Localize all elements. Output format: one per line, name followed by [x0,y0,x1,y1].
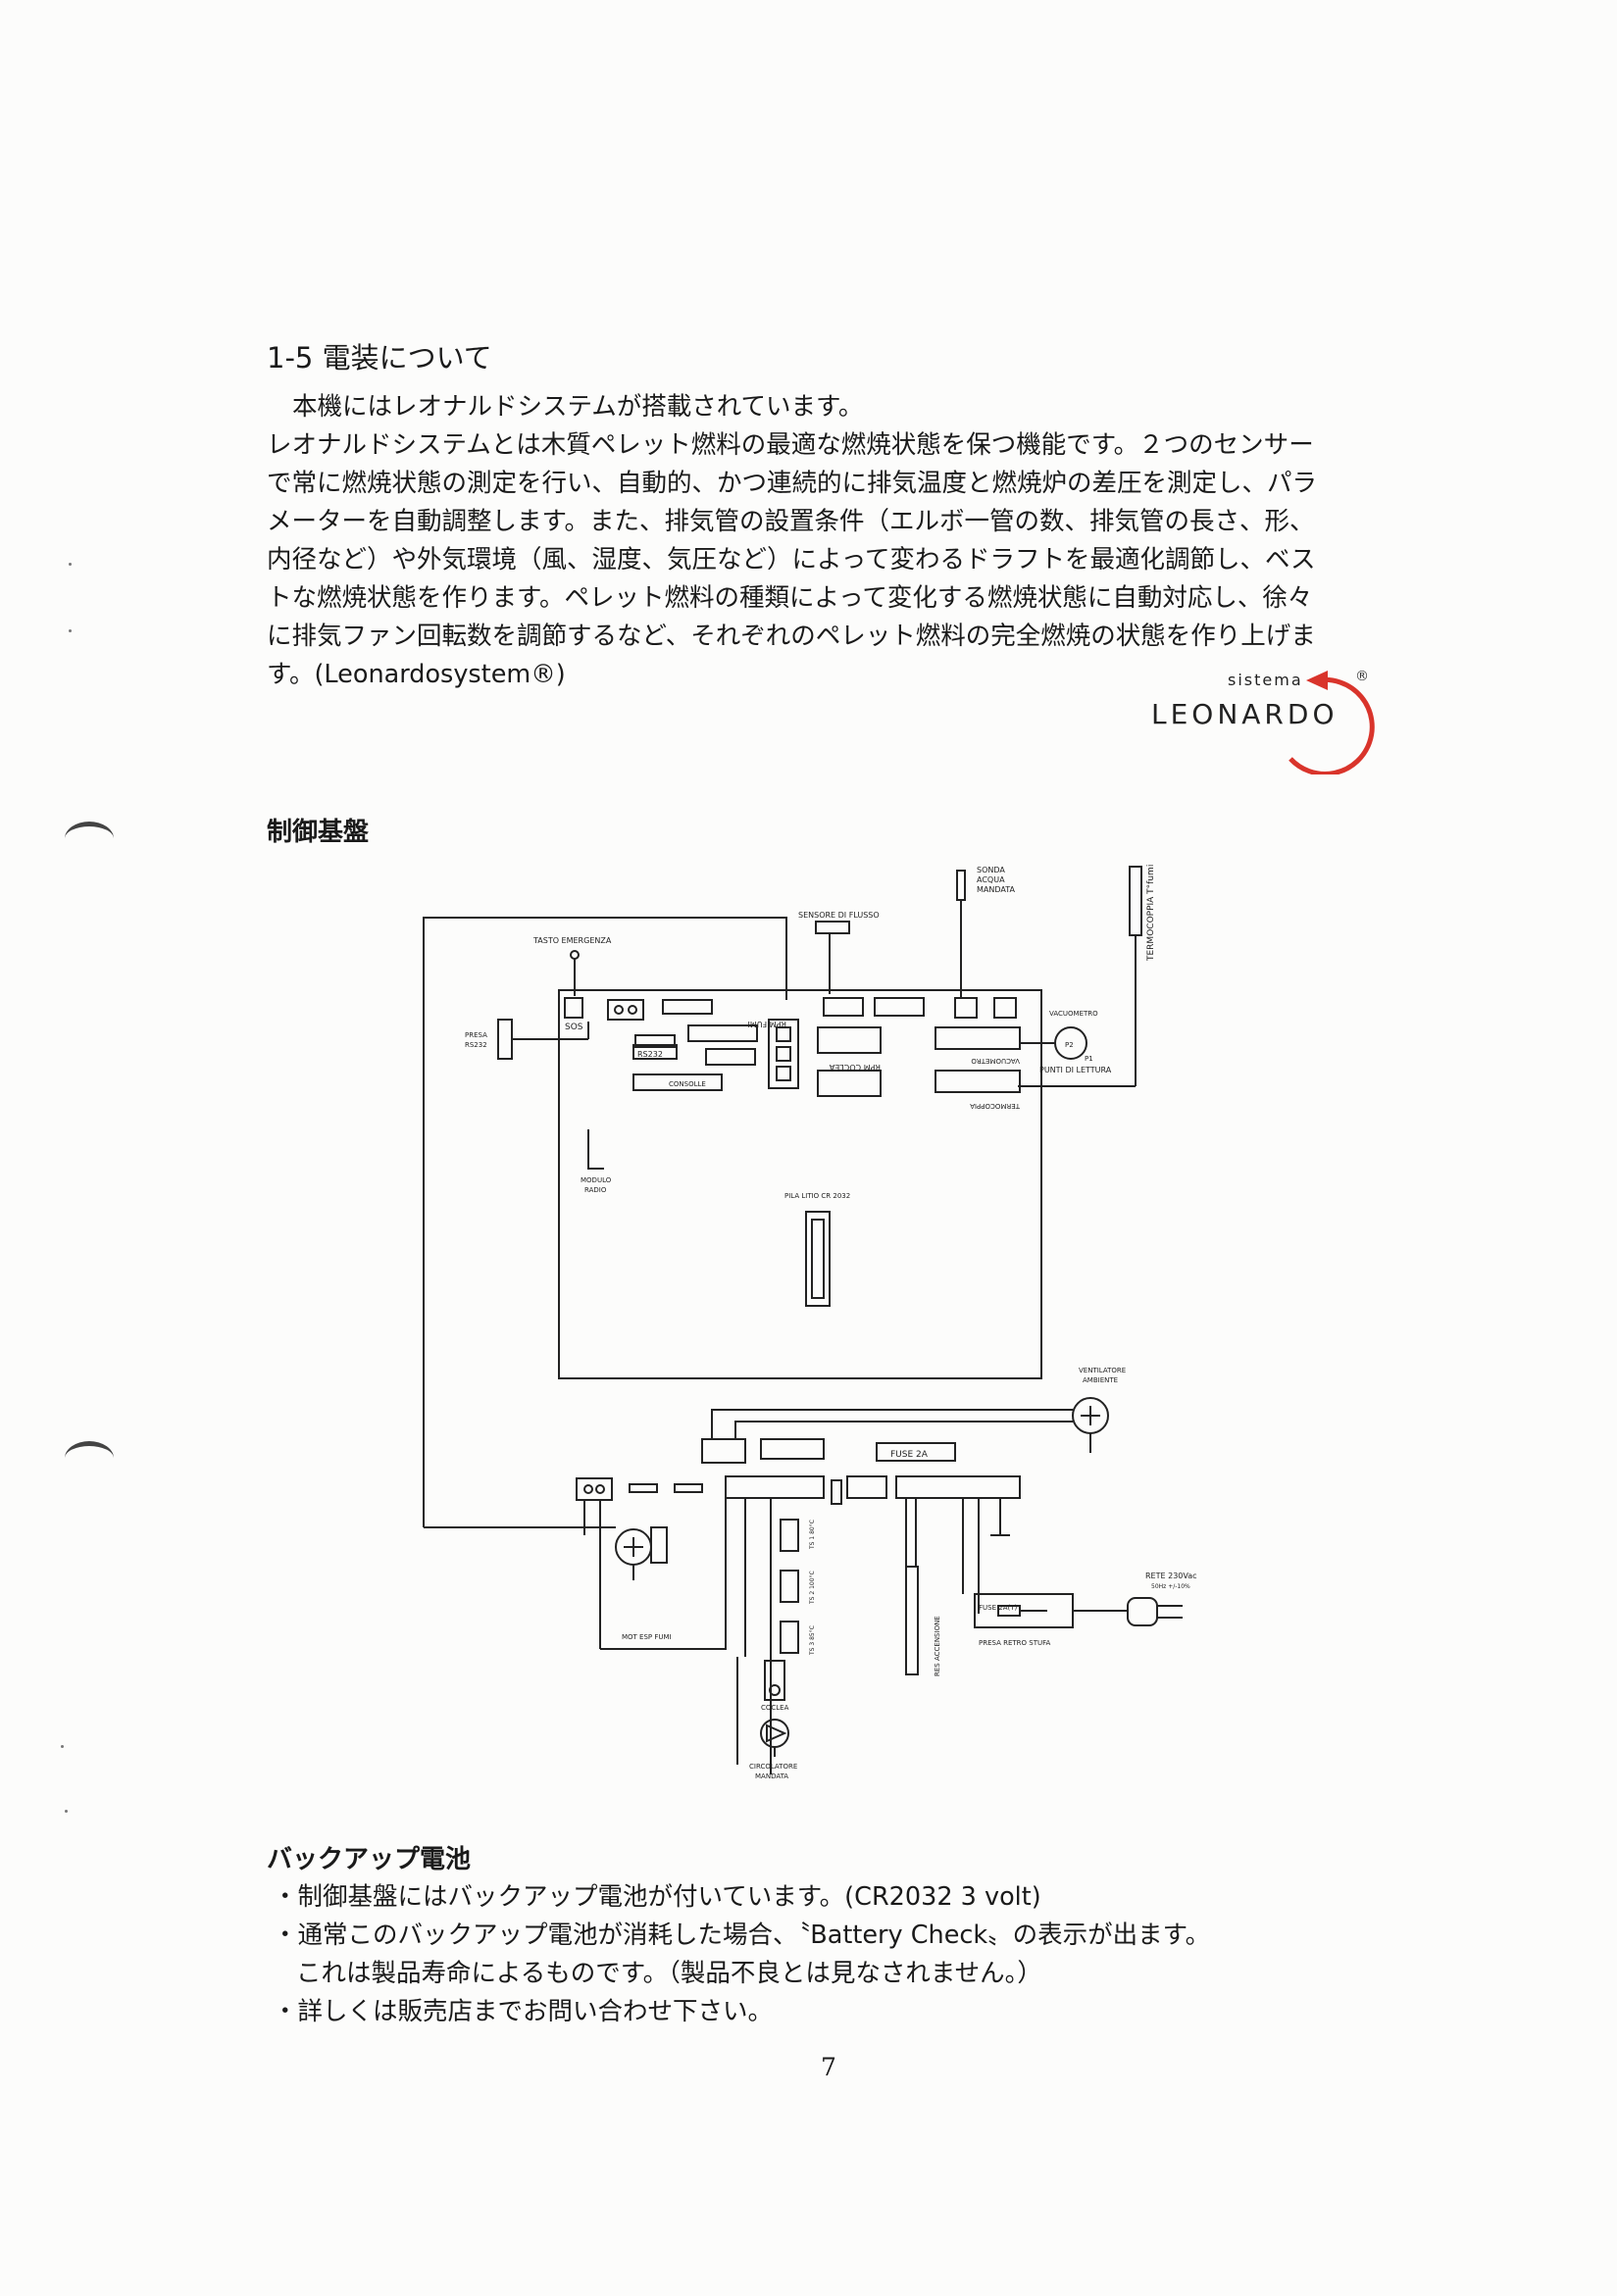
safety-thermostat-icon [780,1519,799,1552]
label-ts-b: TS 2 100°C [809,1571,816,1605]
punch-hole [65,822,114,856]
intro-line: に排気ファン回転数を調節するなど、それぞれのペレット燃料の完全燃焼の状態を作り上… [267,622,1316,651]
label-ventilatore-2: AMBIENTE [1083,1376,1118,1384]
label-vacuometro: VACUOMETRO [1049,1010,1098,1018]
flow-sensor-icon [815,921,850,934]
list-item: ・制御基盤にはバックアップ電池が付いています。(CR2032 3 volt) [273,1882,1041,1912]
battery-holder-icon [805,1211,831,1307]
label-sensore-flusso: SENSORE DI FLUSSO [798,911,880,920]
label-ts-c: TS 3 85°C [809,1625,816,1656]
label-rpm-fumi: RPM FUMI [747,1020,786,1028]
thermocouple-probe-icon [1129,866,1142,936]
label-pila: PILA LITIO CR 2032 [784,1192,850,1200]
label-coclea: COCLEA [761,1704,789,1712]
label-tasto-emergenza: TASTO EMERGENZA [532,936,612,945]
label-ventilatore-1: VENTILATORE [1079,1367,1126,1374]
label-rs232-port: RS232 [637,1050,663,1059]
intro-line: で常に燃焼状態の測定を行い、自動的、かつ連続的に排気温度と燃焼炉の差圧を測定し、… [267,469,1318,498]
leonardo-swirl-arrow-icon [1289,671,1375,774]
intro-line: 本機にはレオナルドシステムが搭載されています。 [292,392,864,422]
intro-line: レオナルドシステムとは木質ペレット燃料の最適な燃焼状態を保つ機能です。２つのセン… [267,430,1314,460]
label-rpm-coclea: RPM COCLEA [829,1063,881,1072]
label-presa-rs232-1: PRESA [465,1031,487,1039]
intro-line: す。(Leonardosystem®) [267,660,566,689]
list-item: これは製品寿命によるものです。（製品不良とは見なされません。） [296,1959,1042,1988]
label-modulo-radio-1: MODULO [581,1176,612,1184]
scan-speck [65,1810,68,1813]
label-circolatore-2: MANDATA [755,1772,788,1780]
label-rete-2: 50Hz +/-10% [1151,1583,1190,1590]
radio-module-icon [587,1129,604,1170]
scan-speck [69,629,72,632]
label-presa-retro: PRESA RETRO STUFA [979,1639,1050,1647]
label-mot-esp-fumi: MOT ESP FUMI [622,1633,672,1641]
intro-line: トな燃焼状態を作ります。ペレット燃料の種類によって変化する燃焼状態に自動対応し、… [267,583,1313,613]
board-fuse [876,1442,956,1462]
logo-sistema-text: sistema [1228,671,1303,689]
punch-hole [65,1441,114,1475]
rs232-socket-icon [497,1019,513,1060]
label-termocoppia-fumi: TERMOCOPPIA T°fumi [1146,865,1156,962]
list-item: ・詳しくは販売店までお問い合わせ下さい。 [273,1997,774,2026]
registered-mark: ® [1355,669,1369,684]
connector-2pin [607,999,644,1021]
intro-line: 内径など）や外気環境（風、湿度、気圧など）によって変わるドラフトを最適化調節し、… [267,545,1316,574]
auger-motor-icon [764,1660,785,1701]
intro-paragraph: 本機にはレオナルドシステムが搭載されています。 レオナルドシステムとは木質ペレッ… [267,388,1385,694]
section-title: 1-5 電装について [267,341,492,374]
consolle-connector [632,1073,723,1091]
logo-brand-text: LEONARDO [1151,698,1339,730]
label-termocoppia-connector: TERMOCOPPIA [970,1102,1021,1110]
backup-battery-list: ・制御基盤にはバックアップ電池が付いています。(CR2032 3 volt) ・… [273,1878,1210,2031]
label-res-accensione: RES ACCENSIONE [934,1616,941,1676]
label-vacuometro-connector: VACUOMETRO [971,1057,1020,1065]
emergency-button-icon [570,950,580,960]
mains-plug-icon [1127,1597,1158,1626]
scan-speck [61,1745,64,1748]
label-circolatore-1: CIRCOLATORE [749,1763,797,1771]
control-board-diagram: SONDA ACQUA MANDATA TERMOCOPPIA T°fumi S… [412,853,1275,1784]
label-rete-1: RETE 230Vac [1145,1572,1197,1580]
water-probe-icon [956,870,966,901]
leonardo-logo: sistema LEONARDO ® [1137,667,1383,774]
backup-battery-heading: バックアップ電池 [267,1845,472,1874]
control-board-heading: 制御基盤 [267,818,370,847]
control-board-outline [558,989,1042,1379]
label-p1: P1 [1085,1055,1093,1063]
intro-line: メーターを自動調整します。また、排気管の設置条件（エルボ一管の数、排気管の長さ、… [267,507,1315,536]
safety-thermostat-icon [780,1621,799,1654]
scan-speck [69,563,72,566]
label-sos: SOS [565,1023,583,1032]
label-consolle: CONSOLLE [669,1080,706,1088]
label-sonda-3: MANDATA [977,885,1015,894]
label-sonda-1: SONDA [977,866,1005,874]
safety-thermostat-icon [780,1570,799,1603]
igniter-resistor-icon [905,1566,919,1675]
label-presa-rs232-2: RS232 [465,1041,487,1049]
page-number: 7 [821,2053,836,2081]
rpm-connector [768,1019,799,1089]
rpm-coclea-connector [817,1026,882,1054]
label-fuse-board: FUSE 2A [890,1450,929,1460]
list-item: ・通常このバックアップ電池が消耗した場合、〝Battery Check〟の表示が… [273,1921,1211,1950]
label-sonda-2: ACQUA [977,875,1005,884]
label-ts-a: TS 1 80°C [809,1520,816,1550]
termocoppia-connector [935,1070,1021,1093]
label-p2: P2 [1065,1041,1074,1049]
vacuometro-connector [935,1026,1021,1050]
label-modulo-radio-2: RADIO [584,1186,607,1194]
label-punti-lettura: PUNTI DI LETTURA [1039,1066,1112,1074]
